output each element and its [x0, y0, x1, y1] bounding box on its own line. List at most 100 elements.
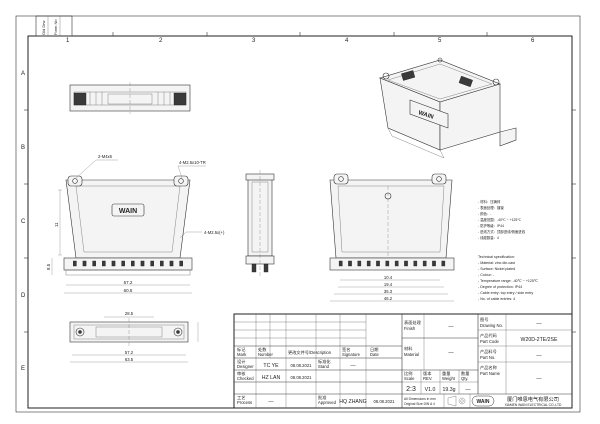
- bottom-dim-b: 63.5: [125, 357, 134, 362]
- weight-value: 19.3g: [443, 387, 456, 393]
- front-view-logo: WAIN: [119, 208, 137, 215]
- designer-date: 08.08.2021: [291, 363, 313, 368]
- approved-date: 08.08.2021: [374, 399, 396, 404]
- front-contact-pin: [159, 260, 164, 267]
- zone-label-a: A: [21, 71, 25, 77]
- spec-english: Technical specification: - Material: zin…: [478, 255, 538, 301]
- signature-header: 签名: [342, 346, 350, 353]
- rear-contact-pin: [338, 260, 343, 267]
- qty-value: —: [465, 387, 471, 393]
- zone-label-e: E: [21, 366, 25, 372]
- stand-label-en: Stand: [318, 364, 330, 369]
- spec-en-line-7: - Cable entry: top entry / side entry: [478, 291, 533, 295]
- callout-screws-a: 2-M4x6: [98, 154, 113, 159]
- right-zone-markers: [572, 109, 576, 333]
- mark-header-en: Mark: [237, 352, 247, 357]
- part-name-label-en: Part Name: [480, 371, 501, 376]
- dims-note-2: Original Size DIN A 4: [404, 402, 435, 406]
- zone-label-1: 1: [66, 38, 70, 44]
- material-value: —: [448, 350, 454, 356]
- rear-dim-c: 35.3: [384, 289, 393, 294]
- title-block: 标记 Mark 处数 Number 更改文件号/Description 签名 S…: [233, 313, 573, 409]
- rear-contact-pin: [404, 260, 408, 267]
- callout-screws-c: 4-M2.5x(+): [204, 230, 225, 235]
- rear-view: 10.4 19.4 35.3 46.2: [329, 173, 455, 302]
- front-contact-pin: [150, 260, 155, 267]
- scale-label: 比例: [404, 370, 412, 377]
- part-name-label: 产品名称: [480, 364, 497, 371]
- projection-symbol-icon: [447, 395, 466, 407]
- zone-label-c: C: [21, 219, 26, 225]
- part-code-value: W20D-2TE/2SE: [521, 337, 558, 343]
- front-contact-pin: [101, 260, 106, 267]
- callout-screws-b: 4-M2.5x10-TR: [179, 160, 206, 165]
- drawing-no-value: —: [536, 321, 542, 327]
- rear-dim-d: 46.2: [384, 296, 393, 301]
- bottom-view: 28.5 57.2 63.5: [69, 311, 199, 363]
- rev-value: V1.0: [425, 387, 436, 393]
- front-width-dim-b: 60.5: [124, 288, 133, 293]
- designer-label-en: Designer: [237, 364, 254, 369]
- process-label: 工艺: [237, 395, 245, 400]
- rev-label: 版本: [423, 370, 432, 377]
- approved-label-en: Approved: [318, 400, 337, 405]
- number-header-en: Number: [258, 352, 273, 357]
- spec-cn-line-1: - 材料：压铸锌: [478, 199, 501, 204]
- front-contact-pin: [82, 260, 87, 267]
- dims-note-1: All Dimensions in mm: [404, 397, 436, 401]
- spec-cn-line-4: - 温度范围：-40℃ ~ +125℃: [478, 217, 521, 222]
- corner-revision-box: Old Drw Form Nb: [35, 15, 73, 37]
- front-contact-pin: [169, 260, 174, 267]
- rear-contact-pin: [376, 260, 380, 267]
- qty-label: 数量: [461, 370, 469, 377]
- spec-en-line-1: Technical specification:: [478, 255, 515, 259]
- drawing-no-label: 图号: [480, 317, 488, 323]
- front-contact-pin: [111, 260, 116, 267]
- spec-chinese: - 材料：压铸锌 - 表面处理：镀镍 - 颜色：- - 温度范围：-40℃ ~ …: [478, 199, 526, 240]
- rear-contact-pin: [422, 260, 427, 267]
- front-view: WAIN 11 8.5 57.2 60.5 2-M4x6 4-M2.5x10-T…: [46, 154, 225, 294]
- front-contact-pin: [179, 260, 184, 267]
- stand-label: 标准化: [318, 358, 331, 365]
- spec-en-line-2: - Material: zinc die-cast: [478, 261, 515, 265]
- front-contact-pin: [72, 260, 77, 267]
- zone-label-3: 3: [252, 38, 256, 44]
- process-label-en: Process: [237, 400, 252, 405]
- company-name-cn: 厦门唯恩电气有限公司: [507, 395, 559, 403]
- zone-label-5: 5: [438, 38, 442, 44]
- spec-en-line-8: - No. of cable entries: 4: [478, 297, 515, 301]
- finish-label: 表面处理: [404, 319, 422, 326]
- front-width-dim-a: 57.2: [124, 280, 133, 285]
- spec-en-line-3: - Surface: Nickel plated: [478, 267, 515, 271]
- weight-label-en: Weight: [442, 376, 456, 381]
- rear-view-pins: [338, 260, 446, 267]
- stand-value: —: [350, 363, 356, 369]
- description-header: 更改文件号/Description: [288, 349, 332, 356]
- bottom-inner-dim: 28.5: [125, 311, 134, 316]
- part-no-label: 产品料号: [480, 348, 497, 355]
- front-contact-pin: [130, 260, 135, 267]
- weight-label: 重量: [442, 370, 450, 377]
- part-no-value: —: [536, 353, 542, 359]
- side-view: [245, 170, 275, 278]
- spec-cn-line-7: - 线缆数量：4: [478, 235, 499, 240]
- front-contact-pin: [140, 260, 145, 267]
- rear-contact-pin: [348, 260, 352, 267]
- checked-label: 审核: [237, 370, 246, 377]
- spec-en-line-6: - Degree of protection: IP44: [478, 285, 522, 289]
- zone-label-2: 2: [159, 38, 163, 44]
- finish-value: —: [448, 324, 454, 330]
- process-value: —: [268, 399, 274, 405]
- part-no-label-en: Part No.: [480, 355, 495, 360]
- spec-cn-line-5: - 防护等级：IP44: [478, 223, 504, 228]
- company-logo-text: WAIN: [476, 399, 489, 405]
- material-label: 材料: [404, 345, 413, 352]
- designer-label: 设计: [237, 358, 245, 365]
- part-code-label: 产品代码: [480, 332, 497, 339]
- spec-en-line-5: - Temperature range: -40℃ ~ +125℃: [478, 279, 538, 283]
- part-code-label-en: Part Code: [480, 339, 500, 344]
- date-header: 日期: [370, 347, 378, 353]
- rear-dim-b: 19.4: [384, 282, 393, 287]
- designer-name: TC YE: [263, 363, 279, 369]
